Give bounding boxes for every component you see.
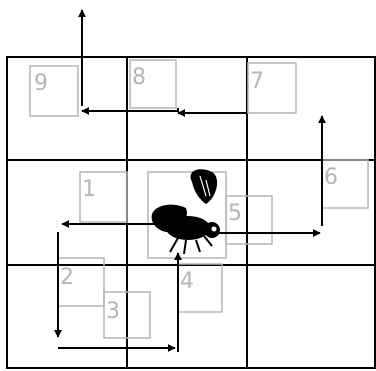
- step-label-6: 6: [324, 165, 338, 190]
- fly-wing-upper: [191, 169, 218, 204]
- fly-icon: [152, 169, 220, 254]
- movement-arrows: [58, 10, 322, 352]
- step-label-2: 2: [60, 265, 74, 290]
- grid: [7, 57, 375, 368]
- grid-border: [7, 57, 375, 368]
- step-label-8: 8: [132, 65, 146, 90]
- step-label-3: 3: [106, 299, 120, 324]
- fly-body: [166, 216, 210, 240]
- step-label-boxes: [30, 60, 368, 338]
- step-label-7: 7: [250, 69, 264, 94]
- step-label-1: 1: [82, 177, 96, 202]
- step-label-9: 9: [34, 71, 48, 96]
- step-label-4: 4: [180, 269, 194, 294]
- step-label-5: 5: [228, 201, 242, 226]
